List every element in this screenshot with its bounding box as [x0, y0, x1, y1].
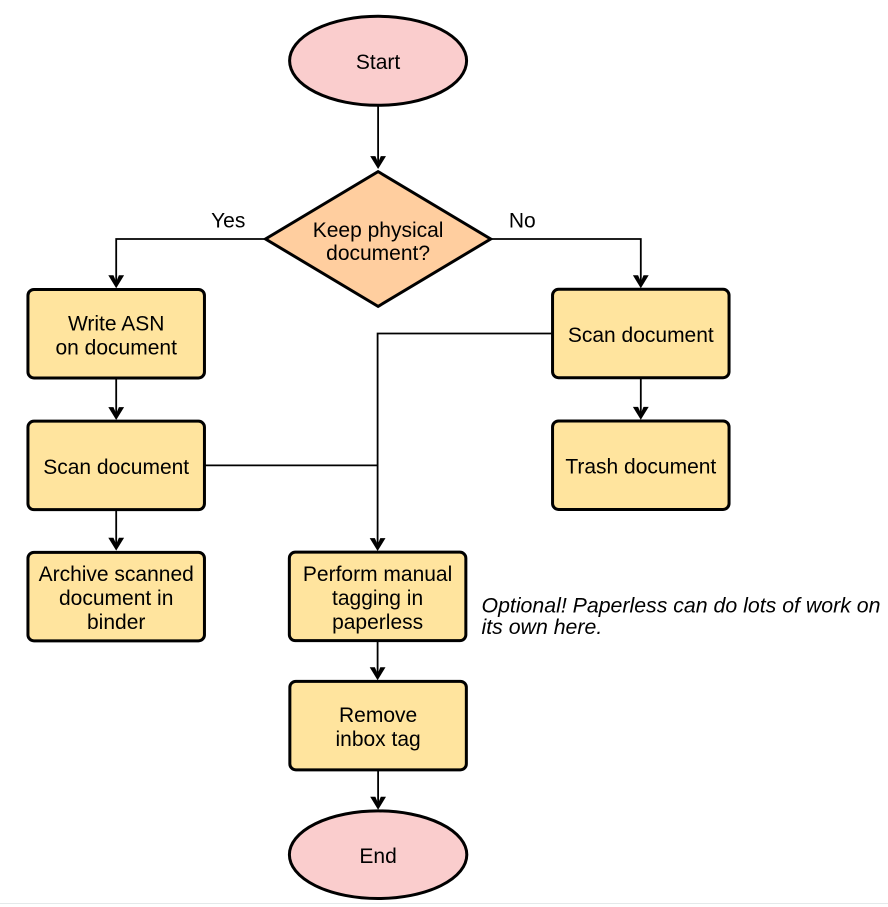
svg-text:No: No: [509, 210, 536, 233]
svg-text:Start: Start: [356, 51, 401, 74]
svg-text:its own here.: its own here.: [482, 615, 603, 639]
svg-text:Write ASN: Write ASN: [68, 312, 164, 335]
svg-text:Remove: Remove: [339, 704, 417, 727]
svg-text:Keep physical: Keep physical: [313, 219, 444, 242]
svg-text:binder: binder: [87, 611, 145, 634]
svg-text:inbox tag: inbox tag: [335, 728, 420, 751]
svg-text:paperless: paperless: [332, 611, 423, 634]
svg-text:End: End: [359, 845, 396, 868]
svg-text:Scan document: Scan document: [43, 456, 189, 479]
svg-text:Perform manual: Perform manual: [303, 563, 452, 586]
svg-text:Scan document: Scan document: [568, 324, 714, 347]
svg-text:Trash document: Trash document: [565, 456, 716, 479]
svg-text:on document: on document: [55, 336, 177, 359]
svg-text:document in: document in: [59, 587, 173, 610]
svg-text:Archive scanned: Archive scanned: [39, 563, 194, 586]
svg-text:tagging in: tagging in: [332, 587, 423, 610]
svg-text:Optional! Paperless can do lot: Optional! Paperless can do lots of work …: [482, 594, 881, 618]
svg-text:Yes: Yes: [211, 210, 245, 233]
svg-text:document?: document?: [326, 242, 430, 265]
